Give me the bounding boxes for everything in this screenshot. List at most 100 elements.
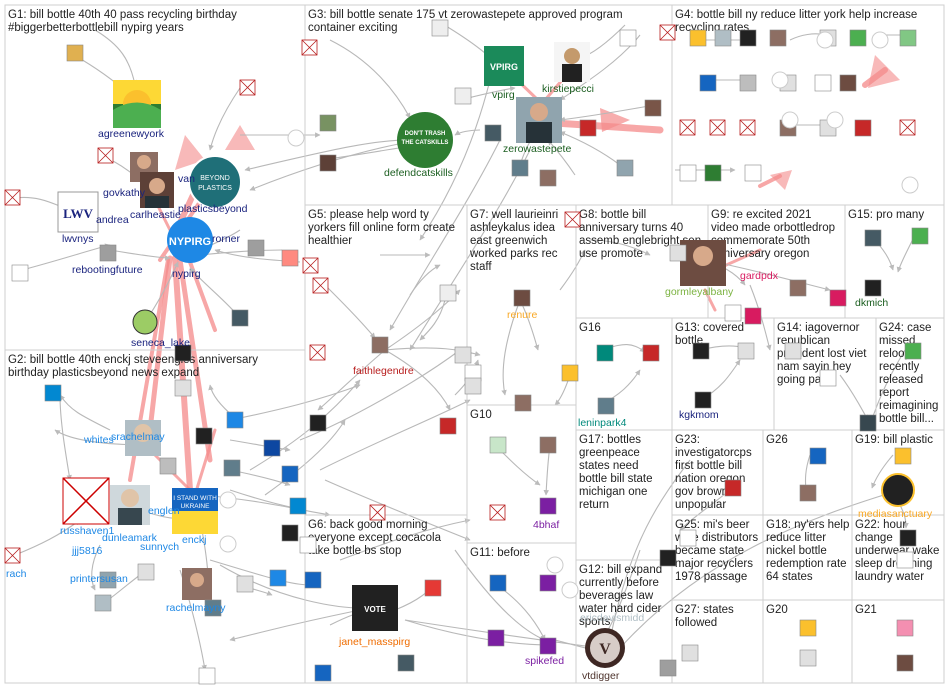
avatar-node-image[interactable] xyxy=(66,44,84,62)
enckj-node-image[interactable]: I STAND WITH UKRAINE xyxy=(172,488,218,534)
avatar-node-image[interactable] xyxy=(174,379,192,397)
avatar-node-image[interactable] xyxy=(896,654,914,672)
avatar-node-image[interactable] xyxy=(739,29,757,47)
avatar-node-image[interactable] xyxy=(371,336,389,354)
srachelmay-node-image[interactable] xyxy=(125,420,161,456)
node-label-faithlegendre[interactable]: faithlegendre xyxy=(353,365,414,377)
avatar-node-image[interactable] xyxy=(859,414,877,432)
avatar-node-image[interactable] xyxy=(11,264,29,282)
avatar-node-image[interactable] xyxy=(99,244,117,262)
node-label-nypirg[interactable]: nypirg xyxy=(172,268,201,280)
avatar-node-image[interactable] xyxy=(314,664,332,682)
avatar-node-image[interactable] xyxy=(692,342,710,360)
node-label-leninpark4[interactable]: leninpark4 xyxy=(578,417,627,429)
russhaven1-node-image[interactable] xyxy=(62,477,110,525)
avatar-node-image[interactable] xyxy=(829,289,847,307)
avatar-node-image[interactable] xyxy=(814,74,832,92)
avatar-node-image[interactable] xyxy=(799,484,817,502)
avatar-node-image[interactable] xyxy=(679,164,697,182)
node-label-jjj5816[interactable]: jjj5816 xyxy=(71,545,103,557)
node-label-rachelmayny[interactable]: rachelmayny xyxy=(166,602,226,614)
avatar-node-image[interactable] xyxy=(819,369,837,387)
node-label-srachelmay[interactable]: srachelmay xyxy=(111,431,165,443)
avatar-node-image[interactable] xyxy=(539,574,557,592)
node-label-gormleyalbany[interactable]: gormleyalbany xyxy=(665,286,734,298)
avatar-node-image[interactable] xyxy=(724,479,742,497)
lwvnys-node-image[interactable]: LWV xyxy=(57,191,99,233)
avatar-node-image[interactable] xyxy=(484,124,502,142)
avatar-node-image[interactable] xyxy=(247,239,265,257)
avatar-node-image[interactable] xyxy=(669,244,687,262)
avatar-node-image[interactable] xyxy=(899,29,917,47)
avatar-node-image[interactable] xyxy=(539,637,557,655)
hollow-node-circle[interactable] xyxy=(287,129,305,147)
avatar-node-image[interactable] xyxy=(299,536,317,554)
avatar-node-image[interactable] xyxy=(737,342,755,360)
avatar-node-image[interactable] xyxy=(659,549,677,567)
avatar-node-image[interactable] xyxy=(904,342,922,360)
node-label-sunnych[interactable]: sunnych xyxy=(140,541,179,553)
node-label-zerowastepete[interactable]: zerowastepete xyxy=(503,143,571,155)
node-label-defendcatskills[interactable]: defendcatskills xyxy=(384,167,453,179)
node-label-dunleamark[interactable]: dunleamark xyxy=(102,532,158,544)
hollow-node-circle[interactable] xyxy=(546,556,564,574)
avatar-node-image[interactable] xyxy=(204,599,222,617)
avatar-node-image[interactable] xyxy=(319,154,337,172)
node-label-printersusan[interactable]: printersusan xyxy=(70,573,128,585)
node-label-rorner[interactable]: rorner xyxy=(212,233,241,245)
avatar-node-image[interactable] xyxy=(44,384,62,402)
node-label-russhaven1[interactable]: russhaven1 xyxy=(60,525,114,537)
avatar-node-image[interactable] xyxy=(659,659,677,677)
hollow-node-circle[interactable] xyxy=(771,71,789,89)
plasticsbeyond-node-image[interactable]: BEYOND PLASTICS xyxy=(188,155,242,209)
hollow-node-circle[interactable] xyxy=(219,535,237,553)
avatar-node-image[interactable] xyxy=(619,29,637,47)
seneca-lake-node-image[interactable] xyxy=(132,309,158,335)
zerowastepete-node-image[interactable] xyxy=(516,97,562,143)
avatar-node-image[interactable] xyxy=(689,29,707,47)
node-label-englen[interactable]: englen xyxy=(148,505,180,517)
avatar-node-image[interactable] xyxy=(596,344,614,362)
avatar-node-image[interactable] xyxy=(513,289,531,307)
node-label-seneca-lake[interactable]: seneca_lake xyxy=(131,337,190,349)
hollow-node-circle[interactable] xyxy=(871,31,889,49)
avatar-node-image[interactable] xyxy=(896,551,914,569)
hollow-node-circle[interactable] xyxy=(816,31,834,49)
agreenewyork-node-image[interactable] xyxy=(113,80,161,128)
avatar-node-image[interactable] xyxy=(137,563,155,581)
node-label-van[interactable]: van xyxy=(178,173,195,185)
avatar-node-image[interactable] xyxy=(174,344,192,362)
avatar-node-image[interactable] xyxy=(464,377,482,395)
avatar-node-image[interactable] xyxy=(269,569,287,587)
avatar-node-image[interactable] xyxy=(281,465,299,483)
avatar-node-image[interactable] xyxy=(789,279,807,297)
node-label-vpirg[interactable]: vpirg xyxy=(492,89,515,101)
avatar-node-image[interactable] xyxy=(679,529,697,547)
avatar-node-image[interactable] xyxy=(704,164,722,182)
hollow-node-circle[interactable] xyxy=(219,491,237,509)
avatar-node-image[interactable] xyxy=(744,164,762,182)
avatar-node-image[interactable] xyxy=(899,529,917,547)
kirstiepecci-node-image[interactable] xyxy=(554,42,590,82)
avatar-node-image[interactable] xyxy=(198,667,216,685)
node-label-agreenewyork[interactable]: agreenewyork xyxy=(98,128,165,140)
avatar-node-image[interactable] xyxy=(739,74,757,92)
avatar-node-image[interactable] xyxy=(281,524,299,542)
carlheastie-node-image[interactable] xyxy=(140,172,174,208)
avatar-node-image[interactable] xyxy=(424,579,442,597)
avatar-node-image[interactable] xyxy=(223,459,241,477)
node-label-4bhaf[interactable]: 4bhaf xyxy=(533,519,559,531)
avatar-node-image[interactable] xyxy=(289,497,307,515)
node-label-rach[interactable]: rach xyxy=(6,568,27,580)
avatar-node-image[interactable] xyxy=(561,364,579,382)
avatar-node-image[interactable] xyxy=(799,619,817,637)
avatar-node-image[interactable] xyxy=(514,394,532,412)
node-label-spikefed[interactable]: spikefed xyxy=(525,655,564,667)
avatar-node-image[interactable] xyxy=(809,447,827,465)
avatar-node-image[interactable] xyxy=(724,304,742,322)
avatar-node-image[interactable] xyxy=(616,159,634,177)
avatar-node-image[interactable] xyxy=(309,414,327,432)
avatar-node-image[interactable] xyxy=(236,575,254,593)
avatar-node-image[interactable] xyxy=(454,346,472,364)
avatar-node-image[interactable] xyxy=(699,74,717,92)
